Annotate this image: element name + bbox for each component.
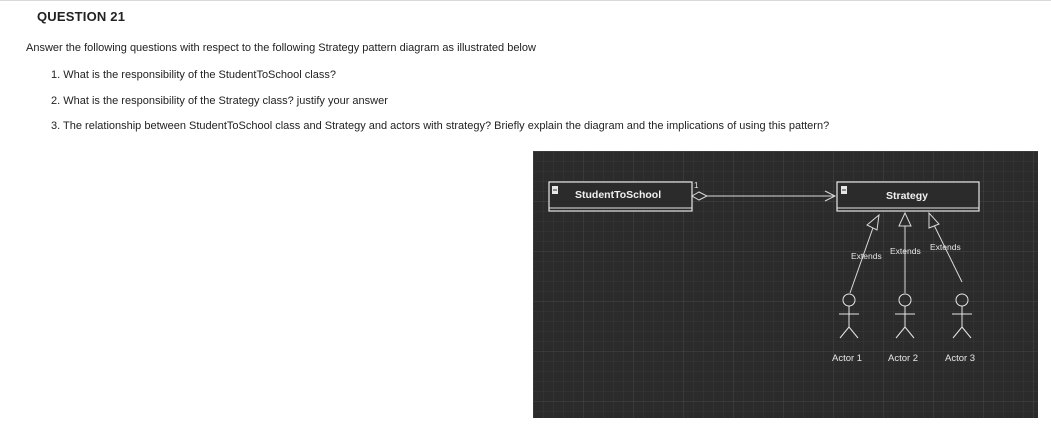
aggregation-diamond bbox=[690, 191, 709, 201]
extends-label-3: Extends bbox=[930, 242, 961, 252]
extends-label-1: Extends bbox=[851, 251, 882, 261]
extends-arrow-2[interactable] bbox=[898, 211, 912, 293]
extends-arrow-3[interactable] bbox=[928, 211, 963, 283]
actor-2-label: Actor 2 bbox=[888, 353, 918, 364]
top-divider bbox=[0, 0, 1051, 1]
class-strategy[interactable]: Strategy bbox=[836, 181, 980, 212]
extends-arrow-1[interactable] bbox=[849, 213, 880, 294]
actor-3-label: Actor 3 bbox=[945, 353, 975, 364]
class-name-strategy: Strategy bbox=[886, 190, 928, 202]
actor-2[interactable] bbox=[895, 293, 915, 339]
class-studenttoschool[interactable]: StudentToSchool bbox=[548, 181, 693, 212]
actor-1-label: Actor 1 bbox=[832, 353, 862, 364]
arrowhead bbox=[824, 190, 837, 202]
question-intro: Answer the following questions with resp… bbox=[26, 42, 536, 54]
actor-3[interactable] bbox=[952, 293, 972, 339]
strategy-diagram: StudentToSchool Strategy 1 bbox=[533, 151, 1038, 418]
question-item-2: 2. What is the responsibility of the Str… bbox=[51, 95, 388, 107]
extends-label-2: Extends bbox=[890, 246, 921, 256]
question-title: QUESTION 21 bbox=[37, 9, 126, 24]
question-item-3: 3. The relationship between StudentToSch… bbox=[51, 120, 830, 132]
actor-1[interactable] bbox=[839, 293, 859, 339]
question-item-1: 1. What is the responsibility of the Stu… bbox=[51, 69, 336, 81]
association-line[interactable]: 1 bbox=[690, 181, 837, 202]
class-name-studenttoschool: StudentToSchool bbox=[575, 189, 661, 201]
multiplicity-label: 1 bbox=[694, 181, 699, 190]
